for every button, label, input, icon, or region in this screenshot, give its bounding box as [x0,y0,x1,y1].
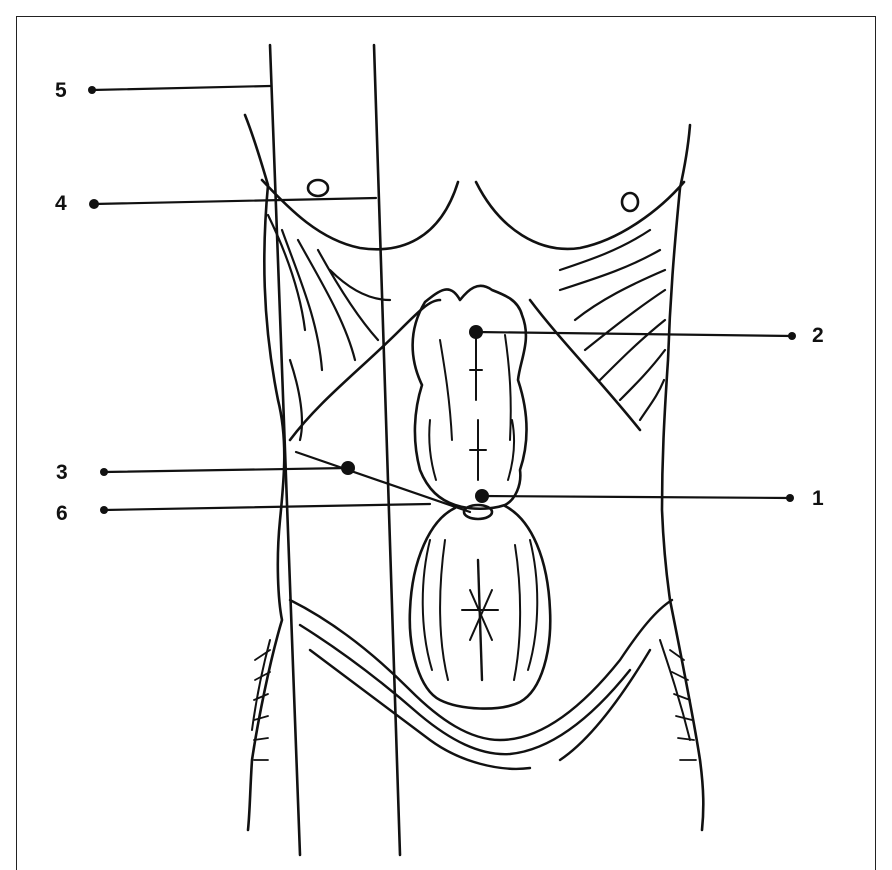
label-6: 6 [56,503,68,524]
costal-margins [290,300,640,440]
rectus-upper [413,286,527,509]
marker-dots [88,86,796,514]
label-1: 1 [812,488,824,509]
flank-hatching [254,650,696,760]
label-5: 5 [55,80,67,101]
rib-lines-right [560,230,665,420]
torso-outline [245,115,703,830]
reference-lines [270,45,400,855]
lower-folds [252,600,690,769]
label-3: 3 [56,462,68,483]
label-4: 4 [55,193,67,214]
label-2: 2 [812,325,824,346]
rectus-lower [410,505,550,709]
